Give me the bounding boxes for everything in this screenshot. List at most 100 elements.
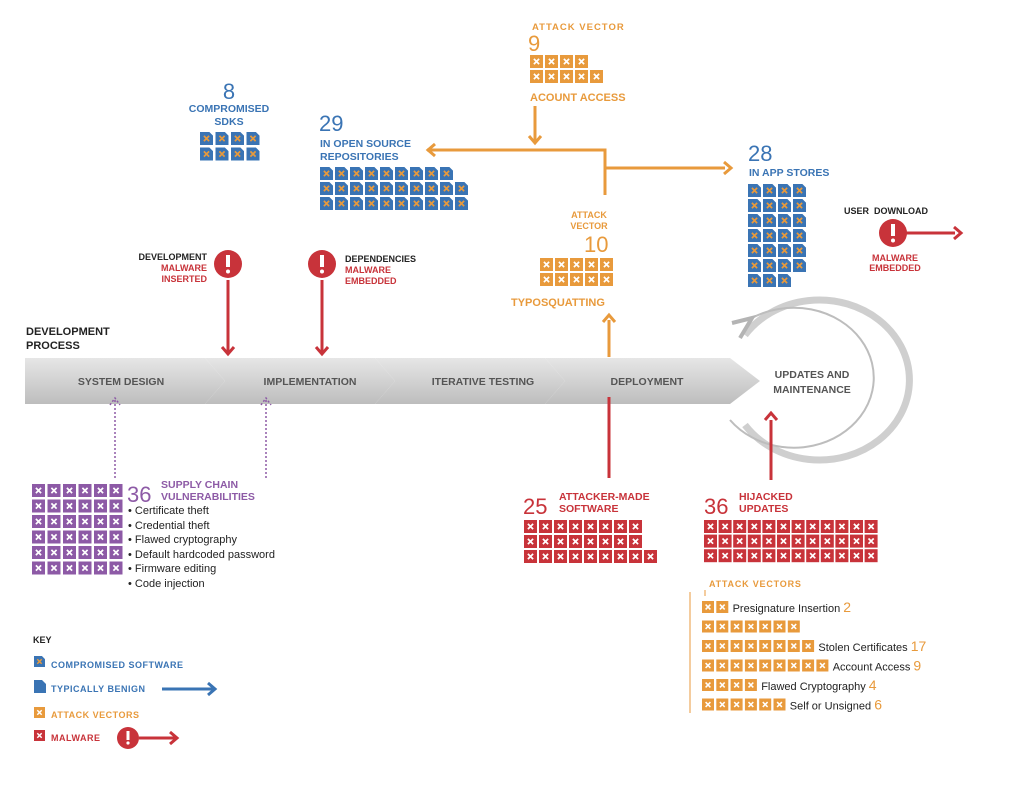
attack-vector-icon bbox=[730, 640, 743, 652]
attack-vector-icon bbox=[802, 659, 815, 672]
key-title: KEY bbox=[33, 635, 52, 645]
supply-chain-icon bbox=[47, 499, 61, 513]
attacker-made-icon bbox=[614, 520, 627, 533]
supply-chain-icon bbox=[78, 561, 92, 575]
stage-deployment: DEPLOYMENT bbox=[611, 376, 685, 388]
warning-icon-dependencies bbox=[308, 250, 336, 278]
sdks-label-1: COMPROMISED bbox=[189, 103, 270, 115]
attack-vector-icon bbox=[702, 659, 714, 672]
attack-vector-count: 17 bbox=[911, 638, 927, 654]
supply-chain-icon bbox=[47, 561, 61, 575]
open-source-icon bbox=[410, 197, 423, 210]
hijacked-update-icon bbox=[791, 534, 805, 548]
open-source-icon bbox=[410, 167, 423, 180]
attack-vector-name: Self or Unsigned 6 bbox=[790, 697, 882, 713]
sdks-count: 8 bbox=[223, 79, 235, 104]
typosquatting-icon bbox=[555, 273, 568, 286]
attack-vector-icon bbox=[744, 679, 757, 691]
hijacked-count: 36 bbox=[704, 494, 728, 519]
app-store-icon bbox=[778, 274, 791, 287]
hijacked-update-icon bbox=[864, 520, 878, 533]
hijacked-update-icon bbox=[718, 520, 732, 533]
warning-icon-user-download bbox=[879, 219, 907, 247]
attacker-made-icon bbox=[524, 550, 537, 563]
attack-vector-icon bbox=[702, 620, 714, 633]
process-chevrons bbox=[25, 358, 760, 404]
key-benign-icon bbox=[34, 680, 46, 693]
open-source-icon bbox=[425, 182, 438, 195]
hijacked-update-icon bbox=[820, 534, 834, 548]
open-source-icon bbox=[350, 182, 363, 195]
hijacked-update-icon bbox=[762, 520, 776, 533]
hijacked-update-icon bbox=[718, 549, 732, 563]
open-source-icon bbox=[395, 182, 408, 195]
hijacked-update-icon bbox=[806, 520, 820, 533]
app-store-icon bbox=[763, 274, 776, 287]
dep-malware-3: EMBEDDED bbox=[345, 276, 397, 286]
hijacked-update-icon bbox=[850, 534, 863, 548]
hijacked-update-icon bbox=[791, 549, 805, 563]
open-source-icon bbox=[365, 182, 378, 195]
typosquatting-icon bbox=[600, 258, 613, 271]
app-store-icon bbox=[748, 244, 761, 257]
attack-vector-count: 9 bbox=[913, 658, 921, 674]
app-store-icon bbox=[778, 244, 791, 257]
attack-vector-top-name: ACOUNT ACCESS bbox=[530, 92, 626, 104]
compromised-sdk-icon bbox=[246, 132, 260, 145]
open-source-icon bbox=[320, 167, 333, 180]
account-access-icon bbox=[590, 70, 603, 83]
attack-vector-mid-name: TYPOSQUATTING bbox=[511, 297, 605, 309]
hijacked-update-icon bbox=[733, 520, 747, 533]
app-store-icon bbox=[793, 229, 806, 242]
attacker-made-icon bbox=[614, 550, 627, 563]
compromised-sdk-icon bbox=[231, 132, 244, 145]
compromised-sdk-icon bbox=[200, 147, 213, 161]
supply-chain-icon bbox=[63, 561, 76, 575]
attacker-made-icon bbox=[629, 550, 642, 563]
open-source-icon bbox=[410, 182, 423, 195]
open-source-icon bbox=[365, 167, 378, 180]
app-store-icon bbox=[763, 229, 776, 242]
supply-chain-icon bbox=[109, 515, 123, 528]
supply-chain-icon bbox=[32, 546, 45, 559]
account-access-icon bbox=[560, 70, 573, 83]
supply-chain-icon bbox=[32, 530, 45, 544]
attack-vector-icon bbox=[773, 620, 786, 633]
attack-vector-mid-label-1: ATTACK bbox=[571, 210, 607, 220]
attack-vector-icon bbox=[759, 620, 772, 633]
hijacked-update-icon bbox=[850, 549, 863, 563]
attack-vector-icon bbox=[787, 640, 800, 652]
attacker-made-icon bbox=[569, 520, 582, 533]
supply-chain-icon bbox=[78, 499, 92, 513]
hijacked-update-icon bbox=[704, 549, 717, 563]
chevron-deployment bbox=[545, 358, 760, 404]
open-source-icon bbox=[380, 182, 393, 195]
malware-arrowheads bbox=[220, 225, 964, 421]
warning-icon-development bbox=[214, 250, 242, 278]
attack-vector-icon bbox=[759, 640, 772, 652]
attack-vector-icon bbox=[716, 601, 729, 613]
attack-vector-lines bbox=[427, 106, 725, 357]
supply-chain-label-2: VULNERABILITIES bbox=[161, 491, 255, 503]
hijacked-update-icon bbox=[733, 549, 747, 563]
supply-chain-icon bbox=[109, 530, 123, 544]
open-source-icon bbox=[455, 182, 468, 195]
attack-vector-icon bbox=[773, 659, 786, 672]
attack-vector-name: Presignature Insertion 2 bbox=[733, 599, 852, 615]
supply-chain-item: Code injection bbox=[128, 577, 275, 592]
attacker-made-icon bbox=[524, 520, 537, 533]
attack-vector-icon bbox=[730, 698, 743, 711]
supply-chain-icon bbox=[109, 484, 123, 497]
attack-vector-icon bbox=[702, 698, 714, 711]
supply-chain-icon bbox=[47, 546, 61, 559]
supply-chain-icon bbox=[78, 515, 92, 528]
supply-chain-item: Default hardcoded password bbox=[128, 548, 275, 563]
app-stores-label: IN APP STORES bbox=[749, 167, 829, 179]
attacker-made-icon bbox=[584, 550, 597, 563]
app-store-icon bbox=[748, 274, 761, 287]
hijacked-update-icon bbox=[747, 534, 761, 548]
attack-vector-icon bbox=[759, 659, 772, 672]
supply-chain-icon bbox=[94, 561, 107, 575]
app-store-icon bbox=[763, 199, 776, 212]
open-source-icon bbox=[440, 197, 453, 210]
